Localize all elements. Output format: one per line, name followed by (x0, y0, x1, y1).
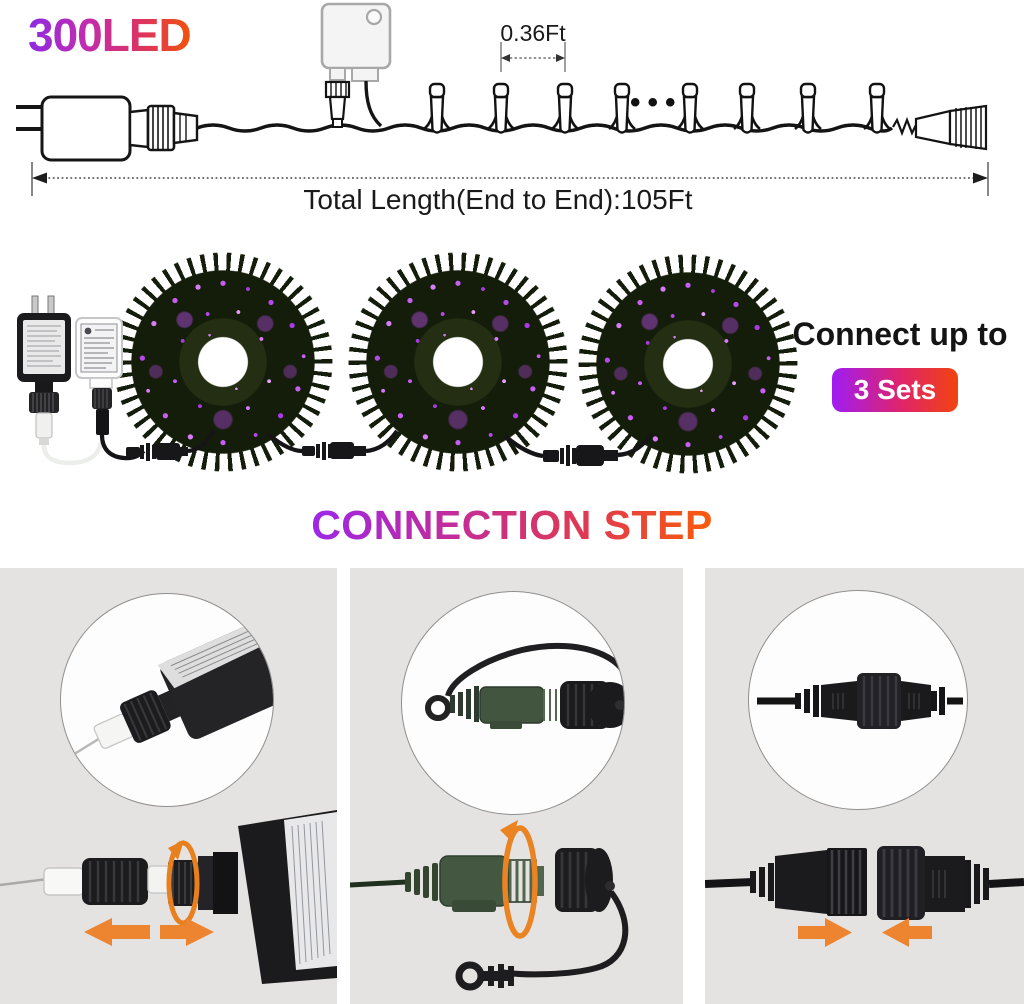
step1-photo (0, 810, 337, 984)
connection-step-heading: CONNECTION STEP (0, 502, 1024, 549)
end-connector-drawing (892, 104, 988, 151)
adapter-controller-and-connectors (17, 295, 654, 466)
coil-connector-2 (503, 432, 654, 466)
coil-purple-lights (592, 268, 784, 460)
coil-purple-lights (362, 266, 554, 458)
step2-detail-inset (401, 591, 625, 815)
step2-inset-art (425, 642, 624, 729)
spacing-dimension (500, 42, 566, 72)
pull-apart-arrows (84, 918, 214, 946)
push-together-arrows (798, 918, 932, 947)
step-panel-unplug-adapter (0, 568, 337, 1004)
connection-step-title: CONNECTION STEP (311, 502, 713, 548)
light-coil-1 (113, 252, 333, 472)
three-sets-badge: 3 Sets (832, 368, 958, 412)
power-adapter (17, 295, 104, 466)
step3-inset-art (757, 673, 963, 729)
light-coil-2 (348, 252, 568, 472)
total-length-dimension (31, 162, 989, 196)
coil-purple-lights (127, 266, 319, 458)
bulb-spacing-label: 0.36Ft (500, 20, 566, 46)
connect-up-to-text: Connect up to (792, 316, 1008, 352)
step3-detail-inset (748, 590, 968, 810)
step-panel-join-connectors (705, 568, 1024, 1004)
controller-box (75, 317, 146, 461)
inline-connector-a (126, 428, 216, 461)
step2-photo (350, 820, 629, 991)
controller-drawing (320, 2, 392, 128)
light-string-wire (196, 123, 894, 133)
coil-connector-1 (266, 429, 399, 460)
total-length-label: Total Length(End to End):105Ft (303, 184, 693, 215)
continuation-dots: ••• (630, 86, 683, 119)
led-count-title: 300LED (28, 9, 192, 61)
string-light-line-diagram (16, 2, 989, 196)
light-coil-3 (578, 254, 798, 474)
step3-photo (705, 846, 1024, 947)
rotate-indicator (166, 840, 200, 926)
adapter-drawing (16, 95, 199, 162)
rotate-indicator (500, 820, 538, 939)
step-panel-remove-cap (350, 568, 683, 1004)
